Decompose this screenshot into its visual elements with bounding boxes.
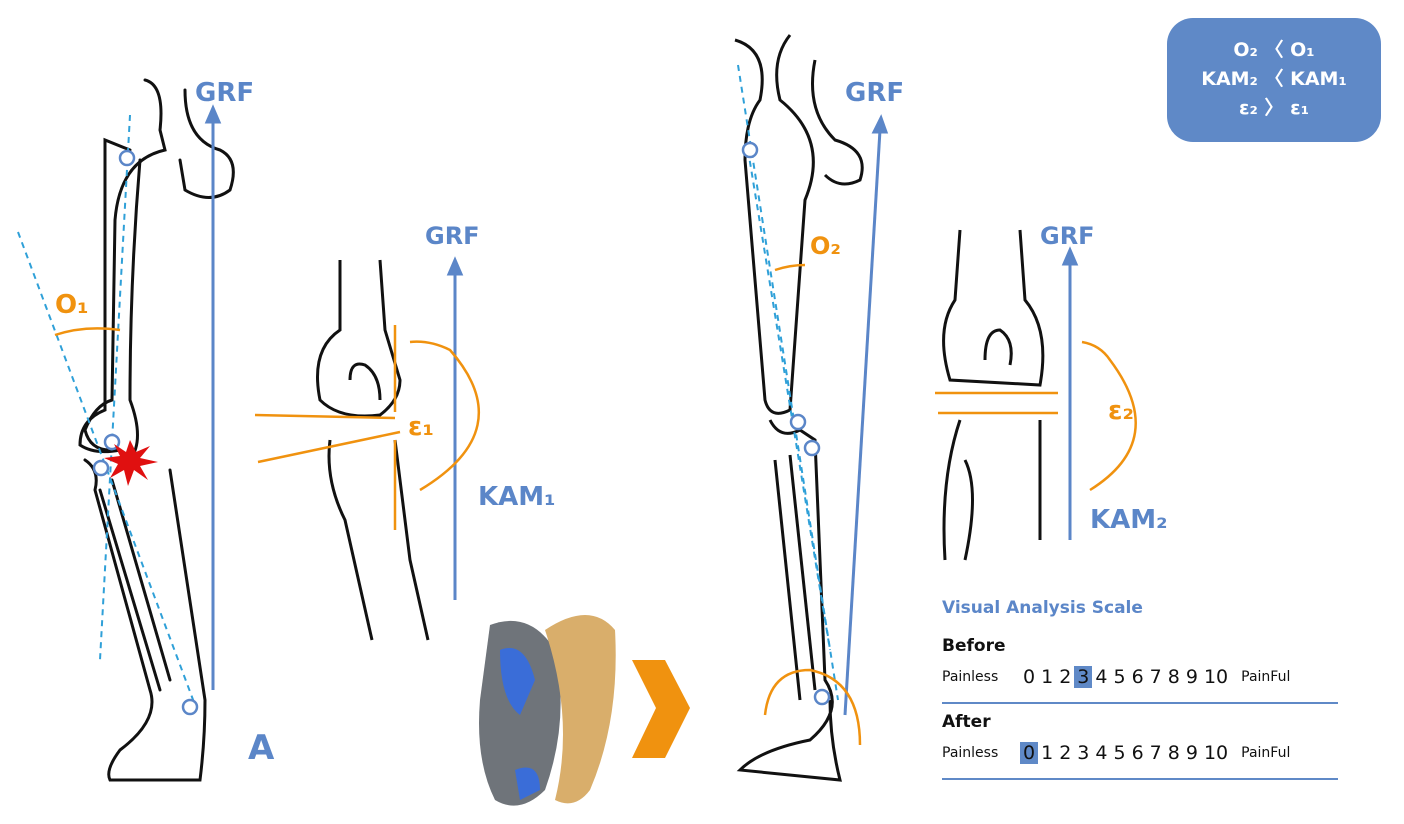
score-number: 6	[1131, 742, 1144, 764]
right-knee-closeup-outline	[942, 229, 1045, 561]
delta1-label: ε₁	[408, 412, 434, 442]
selected-score: 3	[1074, 666, 1093, 688]
score-number: 2	[1059, 666, 1072, 688]
score-number: 8	[1167, 742, 1180, 764]
delta2-label: ε₂	[1108, 396, 1134, 426]
painful-label: PainFul	[1241, 745, 1291, 761]
score-number: 7	[1149, 666, 1162, 688]
score-number: 9	[1185, 742, 1198, 764]
score-number: 4	[1095, 666, 1108, 688]
grf-label-right: GRF	[845, 78, 905, 108]
orange-annotations	[54, 263, 1137, 746]
score-number: 1	[1041, 666, 1054, 688]
painless-label: Painless	[942, 669, 999, 685]
chevron-arrow-icon	[632, 660, 690, 758]
grf-label-knee2: GRF	[1040, 222, 1095, 250]
insole-photo	[479, 615, 616, 806]
score-number: 9	[1185, 666, 1198, 688]
selected-score: 0	[1020, 742, 1039, 764]
panel-label: A	[248, 728, 275, 768]
kam2-label: KAM₂	[1090, 505, 1168, 535]
summary-line: O₂ 〈 O₁	[1233, 39, 1315, 61]
summary-line: ε₂ 〉 ε₁	[1238, 97, 1310, 119]
score-number: 8	[1167, 666, 1180, 688]
divider	[942, 702, 1338, 704]
theta1-label: O₁	[55, 290, 89, 320]
divider	[942, 778, 1338, 780]
score-number: 7	[1149, 742, 1162, 764]
kam1-label: KAM₁	[478, 482, 556, 512]
pain-star-icon	[104, 440, 158, 486]
vas-title: Visual Analysis Scale	[942, 598, 1143, 618]
score-number: 1	[1041, 742, 1054, 764]
painless-label: Painless	[942, 745, 999, 761]
score-number: 10	[1203, 742, 1229, 764]
score-number: 2	[1059, 742, 1072, 764]
grf-label-knee1: GRF	[425, 222, 480, 250]
score-number: 5	[1113, 666, 1126, 688]
joint-markers	[92, 141, 831, 716]
summary-box: O₂ 〈 O₁ KAM₂ 〈 KAM₁ ε₂ 〉 ε₁	[1167, 18, 1381, 142]
vas-after-heading: After	[942, 712, 991, 732]
score-number: 10	[1203, 666, 1229, 688]
grf-label-left: GRF	[195, 78, 255, 108]
mechanical-axis-lines	[17, 64, 839, 706]
score-number: 3	[1077, 742, 1090, 764]
left-knee-closeup-outline	[316, 259, 430, 641]
score-number: 0	[1023, 666, 1036, 688]
left-leg-outline	[78, 78, 235, 782]
score-number: 4	[1095, 742, 1108, 764]
grf-arrows	[204, 104, 1079, 716]
score-number: 5	[1113, 742, 1126, 764]
painful-label: PainFul	[1241, 669, 1291, 685]
theta2-label: O₂	[810, 232, 841, 260]
summary-line: KAM₂ 〈 KAM₁	[1201, 68, 1347, 90]
score-number: 6	[1131, 666, 1144, 688]
vas-before-heading: Before	[942, 636, 1006, 656]
